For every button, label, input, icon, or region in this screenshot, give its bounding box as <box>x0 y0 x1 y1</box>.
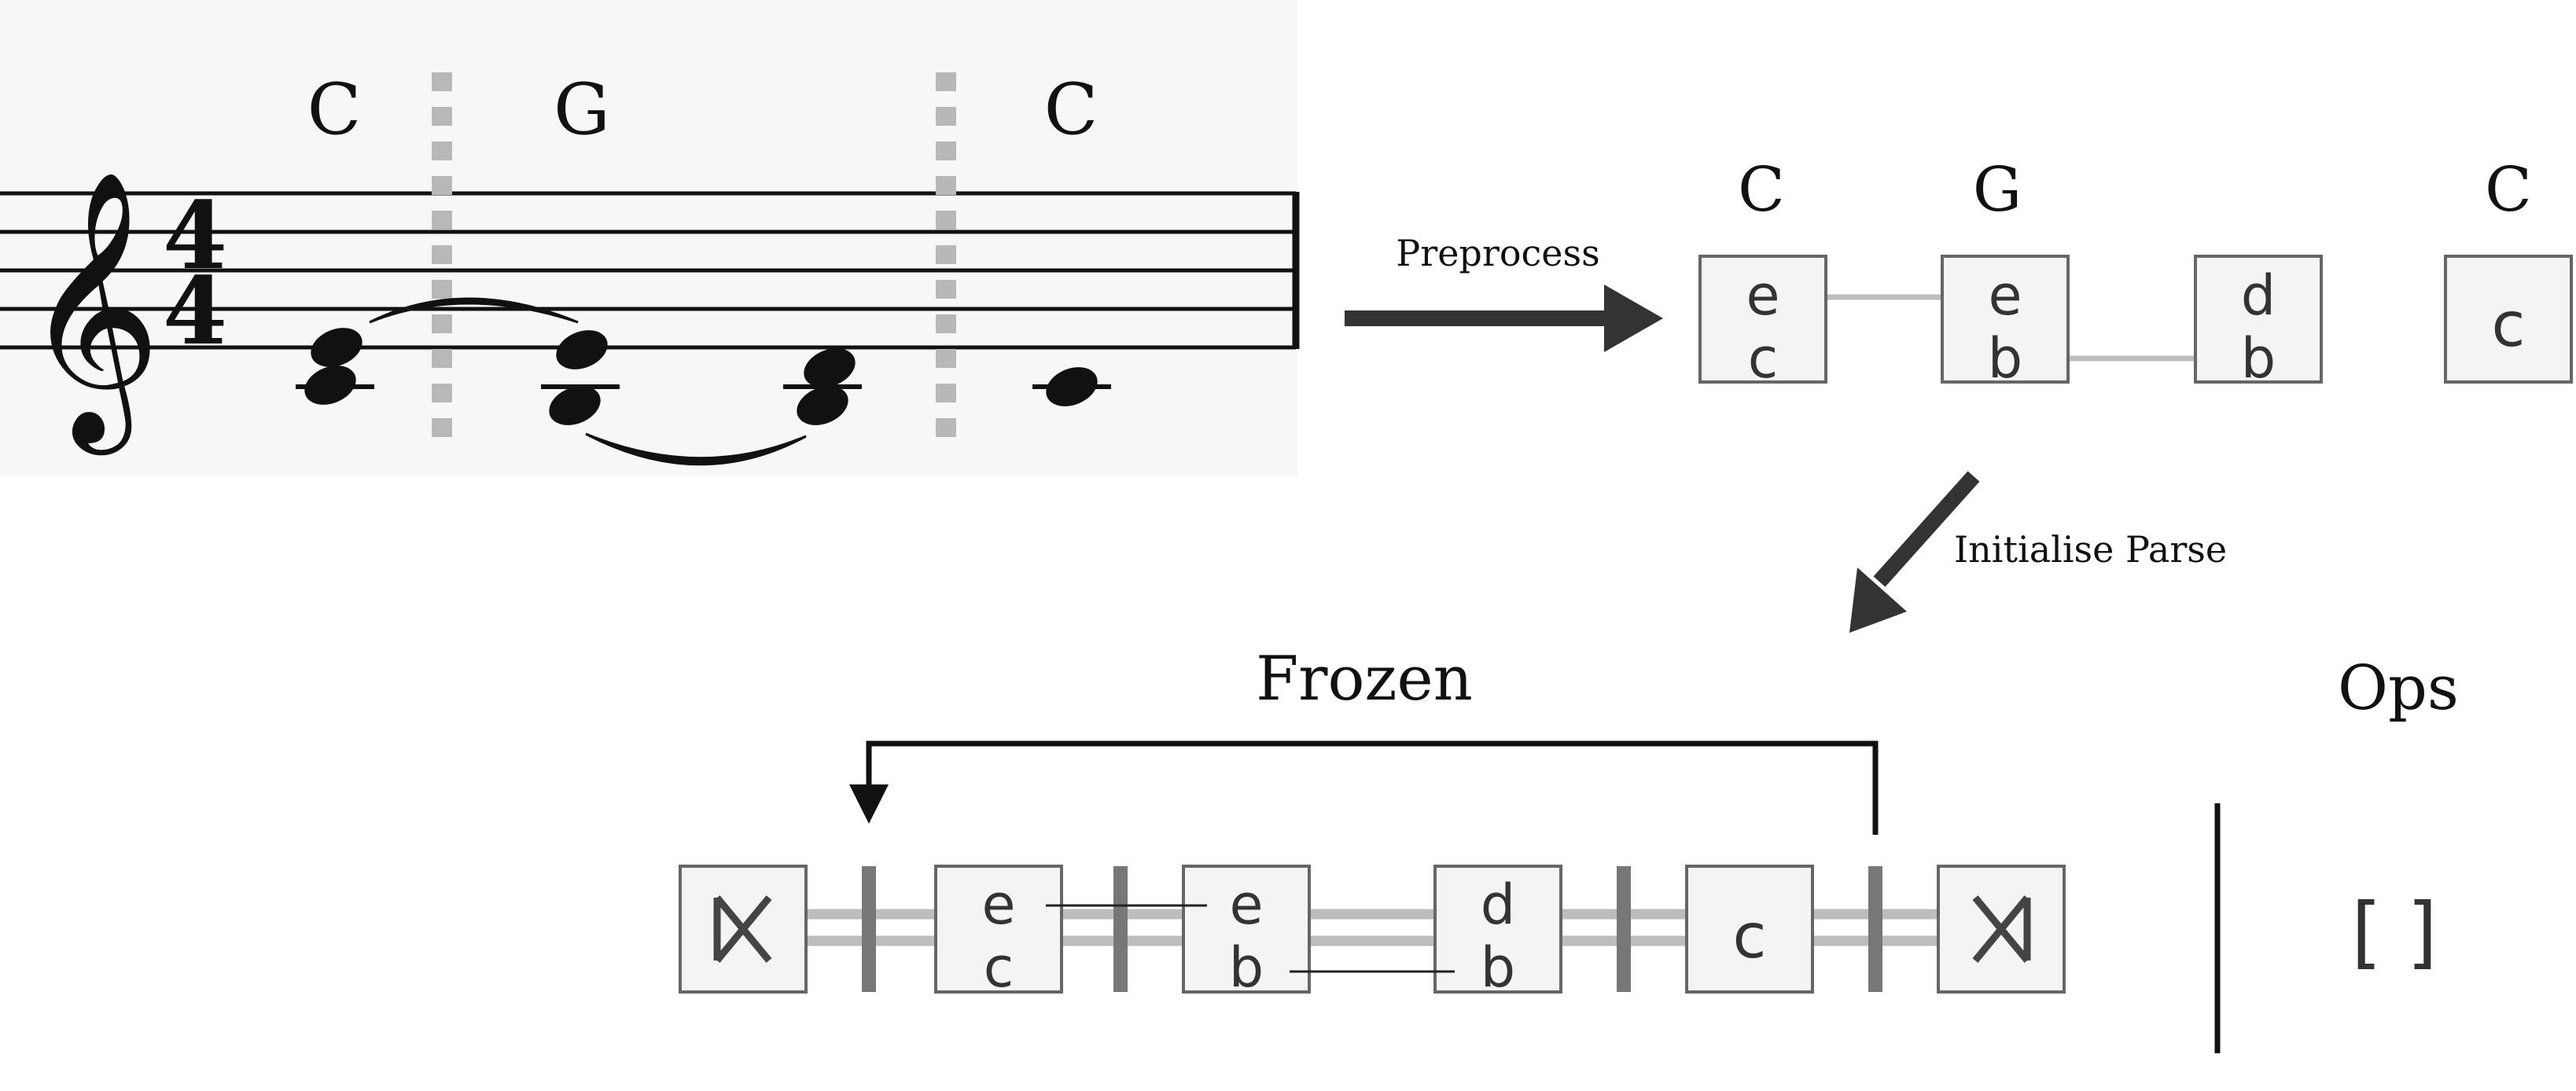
notehead <box>311 328 362 367</box>
note-label: e <box>981 872 1015 937</box>
pre-slice-box: c <box>2444 255 2573 384</box>
time-signature-denominator: 4 <box>163 256 227 366</box>
notehead <box>804 348 856 388</box>
time-signature-numerator: 4 <box>163 181 227 290</box>
pre-slice-box: e b <box>1941 255 2070 391</box>
ops-label: Ops <box>2338 653 2459 724</box>
ops-value: [ ] <box>2351 886 2438 978</box>
note-label: e <box>1229 872 1263 937</box>
note-label: c <box>984 935 1014 1000</box>
ops-section: Ops [ ] <box>2214 653 2459 1053</box>
note-label: c <box>1748 326 1779 391</box>
notehead <box>556 330 608 369</box>
note-label: b <box>1481 935 1515 1000</box>
tie <box>369 297 579 324</box>
initialise-parse-arrow: Initialise Parse <box>1849 471 2227 633</box>
staff <box>0 191 1296 350</box>
pre-chord-symbol: G <box>1973 155 2022 226</box>
note-label: b <box>1988 326 2022 391</box>
start-boundary-box <box>679 865 808 994</box>
notehead <box>797 386 848 425</box>
pre-slice-box: d b <box>2194 255 2323 391</box>
pre-slice-box: e c <box>1698 255 1827 391</box>
note-label: c <box>1733 902 1767 972</box>
noteheads <box>304 328 1098 425</box>
frozen-bracket: Frozen <box>849 644 1879 835</box>
note-label: c <box>2492 290 2526 361</box>
score-chord-symbol: C <box>1044 68 1098 151</box>
notehead <box>549 386 601 425</box>
note-label: d <box>2241 263 2276 328</box>
score-panel: 𝄞 4 4 C G C <box>0 0 1300 476</box>
parse-slice-box: c <box>1685 865 1814 994</box>
parse-slice-box: e c <box>934 865 1063 1000</box>
initialise-parse-label: Initialise Parse <box>1954 528 2227 571</box>
transition-markers <box>862 866 1882 992</box>
note-label: e <box>1988 263 2022 328</box>
parse-slice-box: e b <box>1182 865 1311 1000</box>
preprocess-label: Preprocess <box>1396 232 1600 274</box>
end-boundary-box <box>1937 865 2066 994</box>
pre-chord-symbol: C <box>1738 155 1785 226</box>
bowtie-end-icon <box>1972 895 2031 963</box>
pre-chord-symbol: C <box>2485 155 2532 226</box>
score-chord-symbol: G <box>554 68 610 151</box>
note-label: b <box>2241 326 2276 391</box>
preprocessed-slices: C G C e c e b d b c <box>1698 155 2573 391</box>
preprocess-arrow: Preprocess <box>1345 232 1663 352</box>
tie <box>585 432 807 466</box>
note-label: b <box>1229 935 1264 1000</box>
parse-state: e c e b d b c <box>679 865 2066 1000</box>
notehead <box>304 366 356 405</box>
note-label: e <box>1746 263 1779 328</box>
bowtie-start-icon <box>713 895 772 963</box>
parse-slice-box: d b <box>1433 865 1562 1000</box>
notehead <box>1046 367 1098 406</box>
score-chord-symbol: C <box>307 68 362 151</box>
treble-clef-icon: 𝄞 <box>22 168 161 457</box>
frozen-label: Frozen <box>1256 644 1473 714</box>
note-label: d <box>1481 872 1515 937</box>
